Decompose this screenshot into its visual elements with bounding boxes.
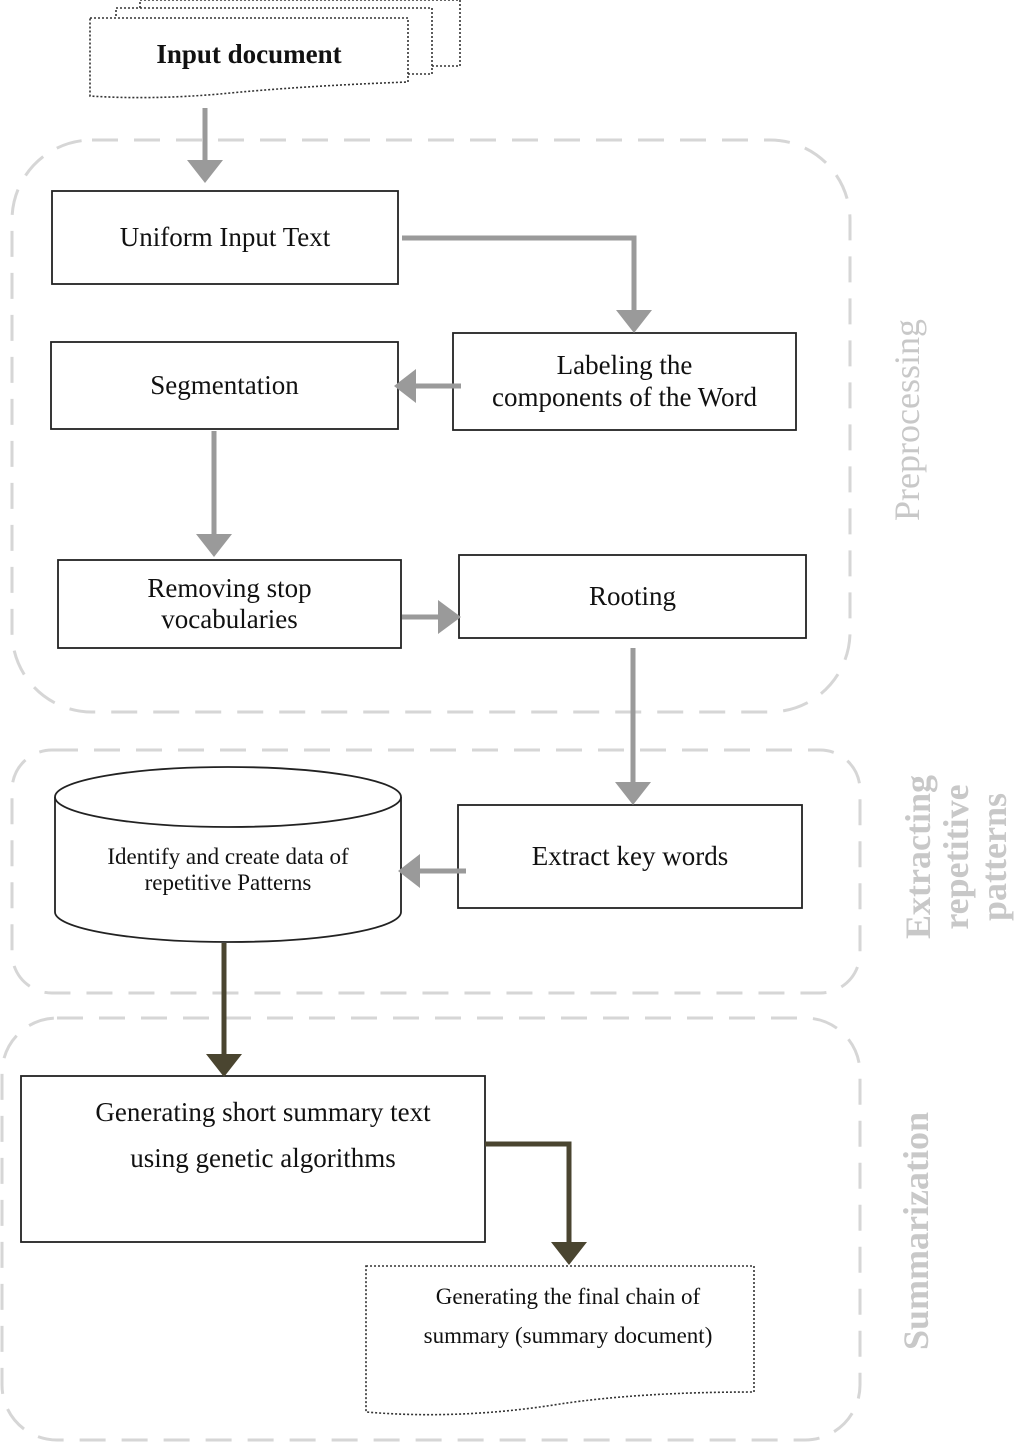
extract-key-words-label: Extract key words: [531, 840, 729, 871]
arrow-rooting-to-extract: [615, 648, 651, 805]
preprocessing-stage-label: Preprocessing: [887, 319, 927, 521]
uniform-input-text-label: Uniform Input Text: [119, 221, 331, 252]
removing-stop-box: [57, 559, 402, 649]
labeling-box: [452, 332, 797, 431]
rooting-label: Rooting: [588, 580, 676, 611]
arrow-labeling-to-segmentation: [394, 369, 461, 403]
final-chain-label: Generating the final chain of summary (s…: [423, 1283, 713, 1348]
extract-key-words-box: [457, 804, 803, 909]
preprocessing-stage-border: [10, 138, 852, 714]
segmentation-label: Segmentation: [150, 369, 299, 400]
input-document-label: Input document: [156, 39, 342, 70]
arrow-extract-to-database: [398, 854, 466, 888]
labeling-label: Labeling the components of the Word: [491, 350, 758, 412]
rooting-box: [458, 554, 807, 639]
generating-summary-label: Generating short summary text using gene…: [95, 1097, 431, 1173]
extracting-stage-border: [10, 748, 862, 995]
summarization-stage-border: [0, 1016, 862, 1442]
arrow-segmentation-to-removing: [196, 431, 232, 557]
arrow-input-to-uniform: [187, 108, 223, 183]
arrow-removing-to-rooting: [402, 600, 461, 634]
summarization-stage-label: Summarization: [896, 1112, 936, 1350]
segmentation-box: [50, 341, 399, 430]
arrow-generating-to-final: [485, 1141, 587, 1265]
arrow-database-to-generating: [206, 943, 242, 1077]
extracting-stage-label: Extracting repetitive patterns: [898, 775, 1014, 939]
uniform-input-text-box: [51, 190, 399, 285]
identify-patterns-label: Identify and create data of repetitive P…: [107, 843, 349, 895]
generating-summary-box: [20, 1075, 486, 1243]
removing-stop-label: Removing stop vocabularies: [147, 572, 312, 634]
final-summary-document-shape: [365, 1265, 755, 1416]
arrow-uniform-to-labeling: [402, 235, 652, 333]
patterns-database-shape: [54, 766, 402, 943]
input-document-shape: [89, 0, 461, 99]
